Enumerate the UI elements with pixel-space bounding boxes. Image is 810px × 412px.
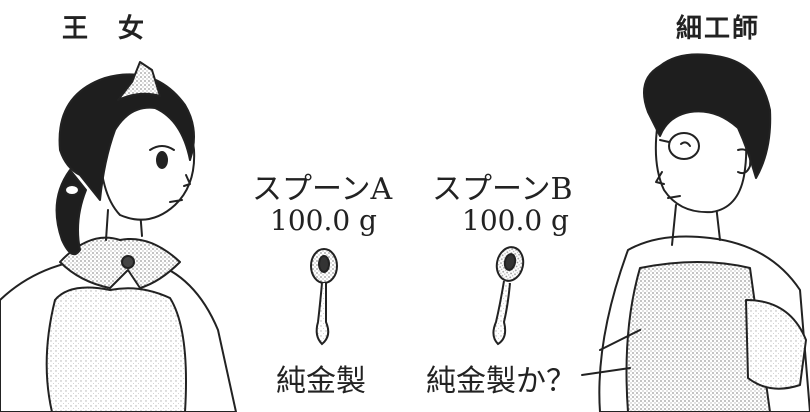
spoon-b-icon [492, 246, 525, 346]
spoon-a-mass: 100.0 g [270, 204, 377, 237]
craftsman-figure [581, 53, 810, 412]
tiara-icon [117, 61, 161, 101]
spoon-a-material: 純金製 [276, 364, 366, 399]
glasses-icon [668, 132, 700, 160]
princess-ponytail [55, 169, 87, 256]
princess-dress [45, 286, 187, 412]
princess-hair [58, 73, 195, 201]
princess-figure [0, 61, 237, 412]
spoon-a-name: スプーンA [252, 172, 393, 207]
craftsman-label: 細工師 [676, 14, 761, 44]
spoon-b-name: スプーンB [432, 172, 573, 207]
spoon-b-material: 純金製か？ [426, 364, 576, 399]
princess-collar [59, 236, 181, 289]
craftsman-hair [643, 53, 772, 179]
spoon-b-mass: 100.0 g [462, 204, 569, 237]
princess-label: 王 女 [62, 14, 147, 44]
craftsman-sleeve [745, 299, 807, 390]
craftsman-apron [625, 261, 771, 412]
spoon-a-icon [310, 248, 338, 346]
princess-brooch [121, 255, 135, 269]
